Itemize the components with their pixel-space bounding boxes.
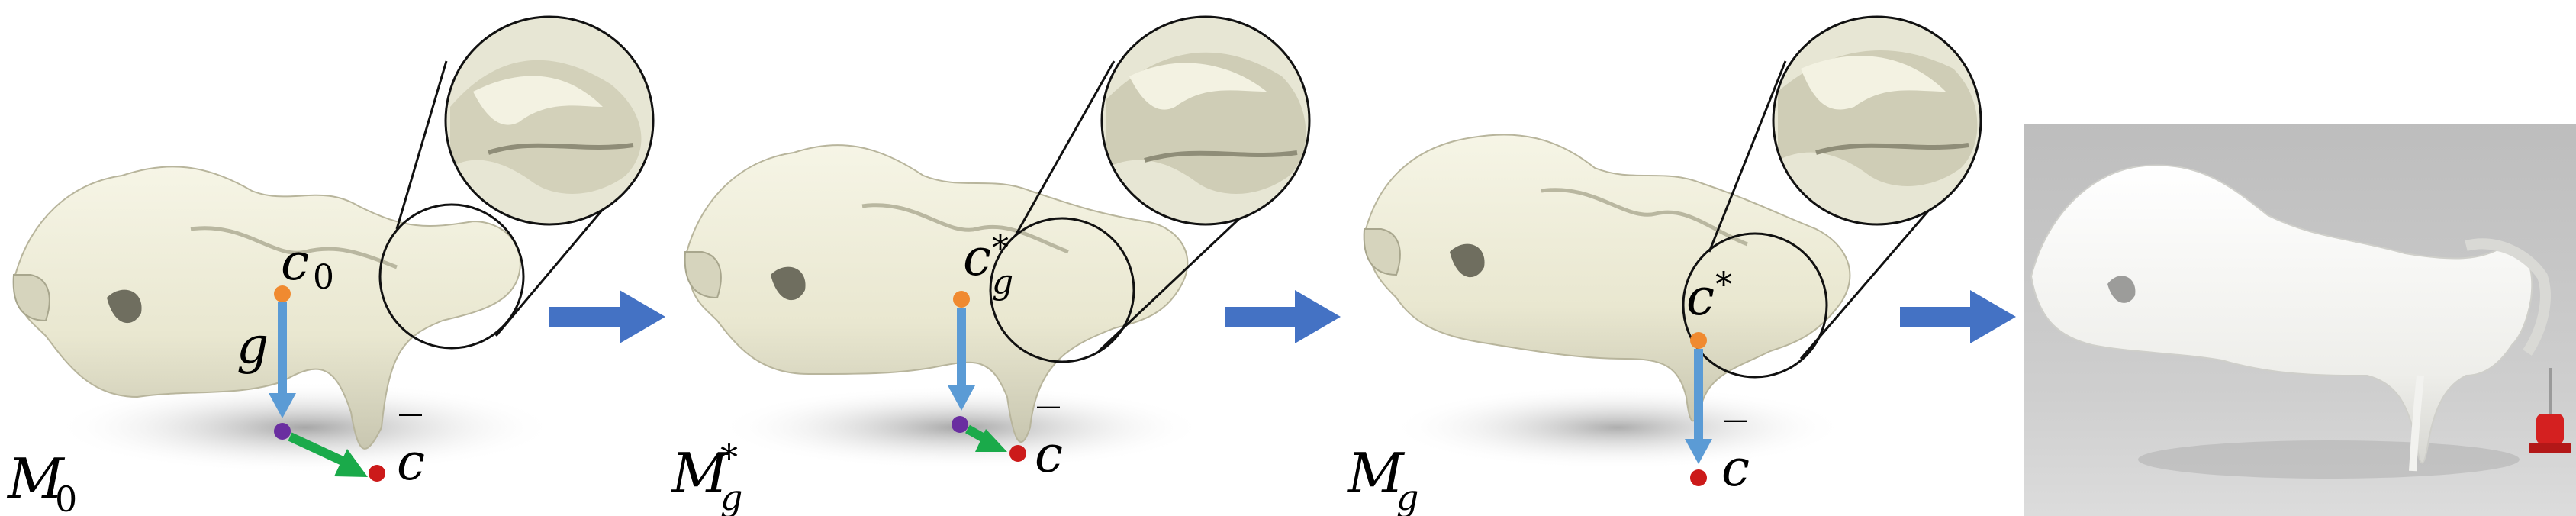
- zoom-circle-small: [989, 217, 1135, 363]
- zoom-circle-large: [444, 15, 655, 226]
- com-superscript: *: [992, 229, 1009, 268]
- pushpin: [2529, 368, 2571, 453]
- gravity-label: g: [237, 316, 269, 375]
- inner-fold: [1541, 188, 1748, 247]
- model-subscript: g: [1396, 477, 1418, 516]
- initial-model-figure: c 0 g c ‾ M 0: [6, 15, 655, 516]
- step-arrow-3: [1900, 290, 2016, 343]
- left-cylinder: [684, 251, 722, 299]
- zoom-line-top: [1708, 60, 1787, 253]
- step-arrow-1: [549, 290, 665, 343]
- gravity-arrow-head: [269, 393, 296, 418]
- com-subscript: 0: [313, 258, 334, 297]
- left-cylinder: [1363, 228, 1401, 276]
- zoom-circle-large: [1100, 15, 1311, 226]
- target-bar: ‾: [1037, 399, 1060, 453]
- zoom-detail: [1102, 17, 1309, 224]
- model-subscript: 0: [55, 479, 77, 516]
- gravity-arrow-head: [948, 385, 975, 411]
- zoom-detail: [446, 17, 653, 224]
- final-model-figure: c * c ‾ M g: [1346, 15, 1982, 516]
- projected-dot: [274, 423, 291, 440]
- ground-shadow: [1389, 385, 1847, 469]
- shift-arrow-head: [334, 449, 368, 477]
- com-superscript: *: [1715, 266, 1732, 305]
- model-subscript: g: [720, 477, 742, 516]
- shift-arrow-head: [975, 429, 1007, 452]
- ground-shadow: [53, 382, 557, 473]
- hole: [1450, 243, 1485, 278]
- left-cylinder: [12, 274, 50, 322]
- printed-model-figure: [2024, 124, 2576, 516]
- target-dot: [1009, 445, 1026, 462]
- panel-final-model: c * c ‾ M g: [1343, 0, 2014, 516]
- printed-shell: [2030, 164, 2533, 464]
- model-superscript: *: [720, 437, 738, 478]
- printed-hole: [2107, 276, 2136, 303]
- printed-leg: [2409, 375, 2424, 472]
- com-label: c: [1686, 268, 1715, 327]
- hole: [771, 266, 806, 301]
- target-label: c: [1035, 425, 1063, 484]
- printed-model-photo: [2024, 124, 2576, 516]
- target-bar: ‾: [399, 407, 422, 460]
- com-label: c: [281, 233, 309, 292]
- printed-fold: [2465, 238, 2551, 356]
- com-subscript: g: [992, 263, 1013, 302]
- panel-initial-model: c 0 g c ‾ M 0: [0, 0, 671, 516]
- shell-shape: [14, 166, 521, 450]
- model-label: M: [671, 441, 729, 505]
- model-label: M: [1346, 441, 1406, 505]
- com-dot: [1690, 332, 1707, 349]
- com-dot: [274, 285, 291, 302]
- model-label: M: [6, 447, 66, 511]
- inner-fold: [861, 203, 1069, 254]
- com-dot: [953, 291, 970, 308]
- optimized-model-figure: c * g c ‾ M * g: [671, 15, 1311, 516]
- gravity-arrow-head: [1685, 439, 1712, 464]
- target-label: c: [1721, 439, 1750, 498]
- panel-optimized-model: c * g c ‾ M * g: [671, 0, 1343, 516]
- com-label: c: [963, 228, 991, 287]
- step-arrow-2: [1225, 290, 1341, 343]
- zoom-detail: [1773, 17, 1981, 224]
- hole: [107, 289, 142, 324]
- inner-fold: [190, 226, 398, 269]
- photo-shadow: [2138, 440, 2520, 479]
- target-dot: [369, 465, 385, 482]
- target-dot: [1690, 469, 1707, 486]
- zoom-circle-small: [378, 203, 525, 350]
- shell-shape: [1364, 134, 1851, 422]
- projected-dot: [952, 416, 968, 433]
- target-bar: ‾: [1724, 413, 1747, 466]
- zoom-line-top: [395, 60, 448, 230]
- zoom-circle-large: [1772, 15, 1982, 226]
- zoom-circle-small: [1682, 232, 1828, 379]
- target-label: c: [397, 433, 425, 492]
- zoom-line-top: [1013, 60, 1116, 237]
